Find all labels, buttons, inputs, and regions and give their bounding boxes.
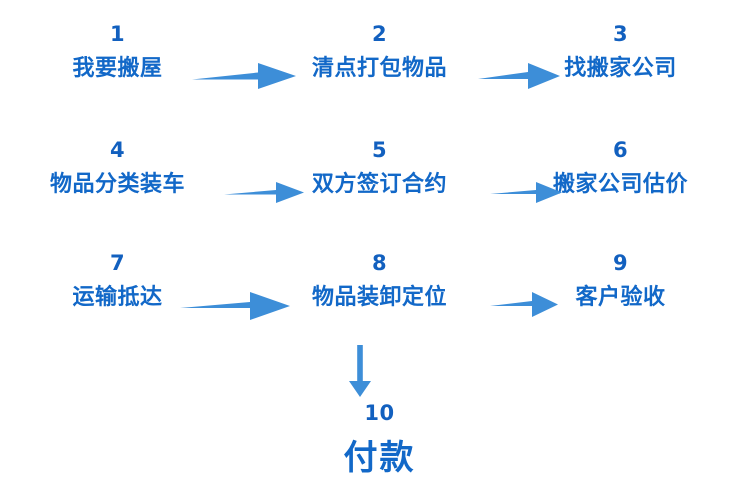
flow-step-8[interactable]: 8 物品装卸定位 (262, 253, 497, 309)
arrow-down-icon-8-to-10 (345, 345, 375, 397)
flow-step-6[interactable]: 6 搬家公司估价 (503, 140, 738, 196)
step-label: 物品装卸定位 (311, 285, 447, 310)
arrow-right-icon-2-to-3 (478, 58, 560, 92)
flow-step-4[interactable]: 4 物品分类装车 (0, 140, 235, 196)
step-number: 3 (612, 22, 629, 46)
step-label: 找搬家公司 (564, 56, 677, 81)
arrow-right-icon-5-to-6 (490, 178, 562, 206)
arrow-right-icon-7-to-8 (180, 288, 290, 322)
step-number: 7 (109, 251, 126, 275)
arrow-right-icon-4-to-5 (224, 178, 304, 206)
step-label: 物品分类装车 (49, 172, 185, 197)
step-number: 4 (109, 138, 126, 162)
flow-step-10[interactable]: 10 付款 (262, 401, 497, 478)
step-number: 9 (612, 251, 629, 275)
step-number: 1 (109, 22, 126, 46)
step-label: 清点打包物品 (311, 56, 447, 81)
step-label: 搬家公司估价 (552, 172, 688, 197)
step-number: 10 (364, 401, 395, 425)
flow-step-1[interactable]: 1 我要搬屋 (0, 24, 235, 80)
flow-step-3[interactable]: 3 找搬家公司 (503, 24, 738, 80)
step-number: 5 (371, 138, 388, 162)
step-label: 客户验收 (575, 285, 666, 310)
step-label: 双方签订合约 (311, 172, 447, 197)
flow-step-7[interactable]: 7 运输抵达 (0, 253, 235, 309)
step-number: 6 (612, 138, 629, 162)
flow-step-2[interactable]: 2 清点打包物品 (262, 24, 497, 80)
flow-step-9[interactable]: 9 客户验收 (503, 253, 738, 309)
step-number: 2 (371, 22, 388, 46)
step-label: 运输抵达 (72, 285, 163, 310)
flow-step-5[interactable]: 5 双方签订合约 (262, 140, 497, 196)
arrow-right-icon-1-to-2 (192, 58, 296, 92)
step-number: 8 (371, 251, 388, 275)
arrow-right-icon-8-to-9 (490, 288, 558, 320)
step-label: 我要搬屋 (72, 56, 163, 81)
step-label: 付款 (343, 438, 416, 478)
